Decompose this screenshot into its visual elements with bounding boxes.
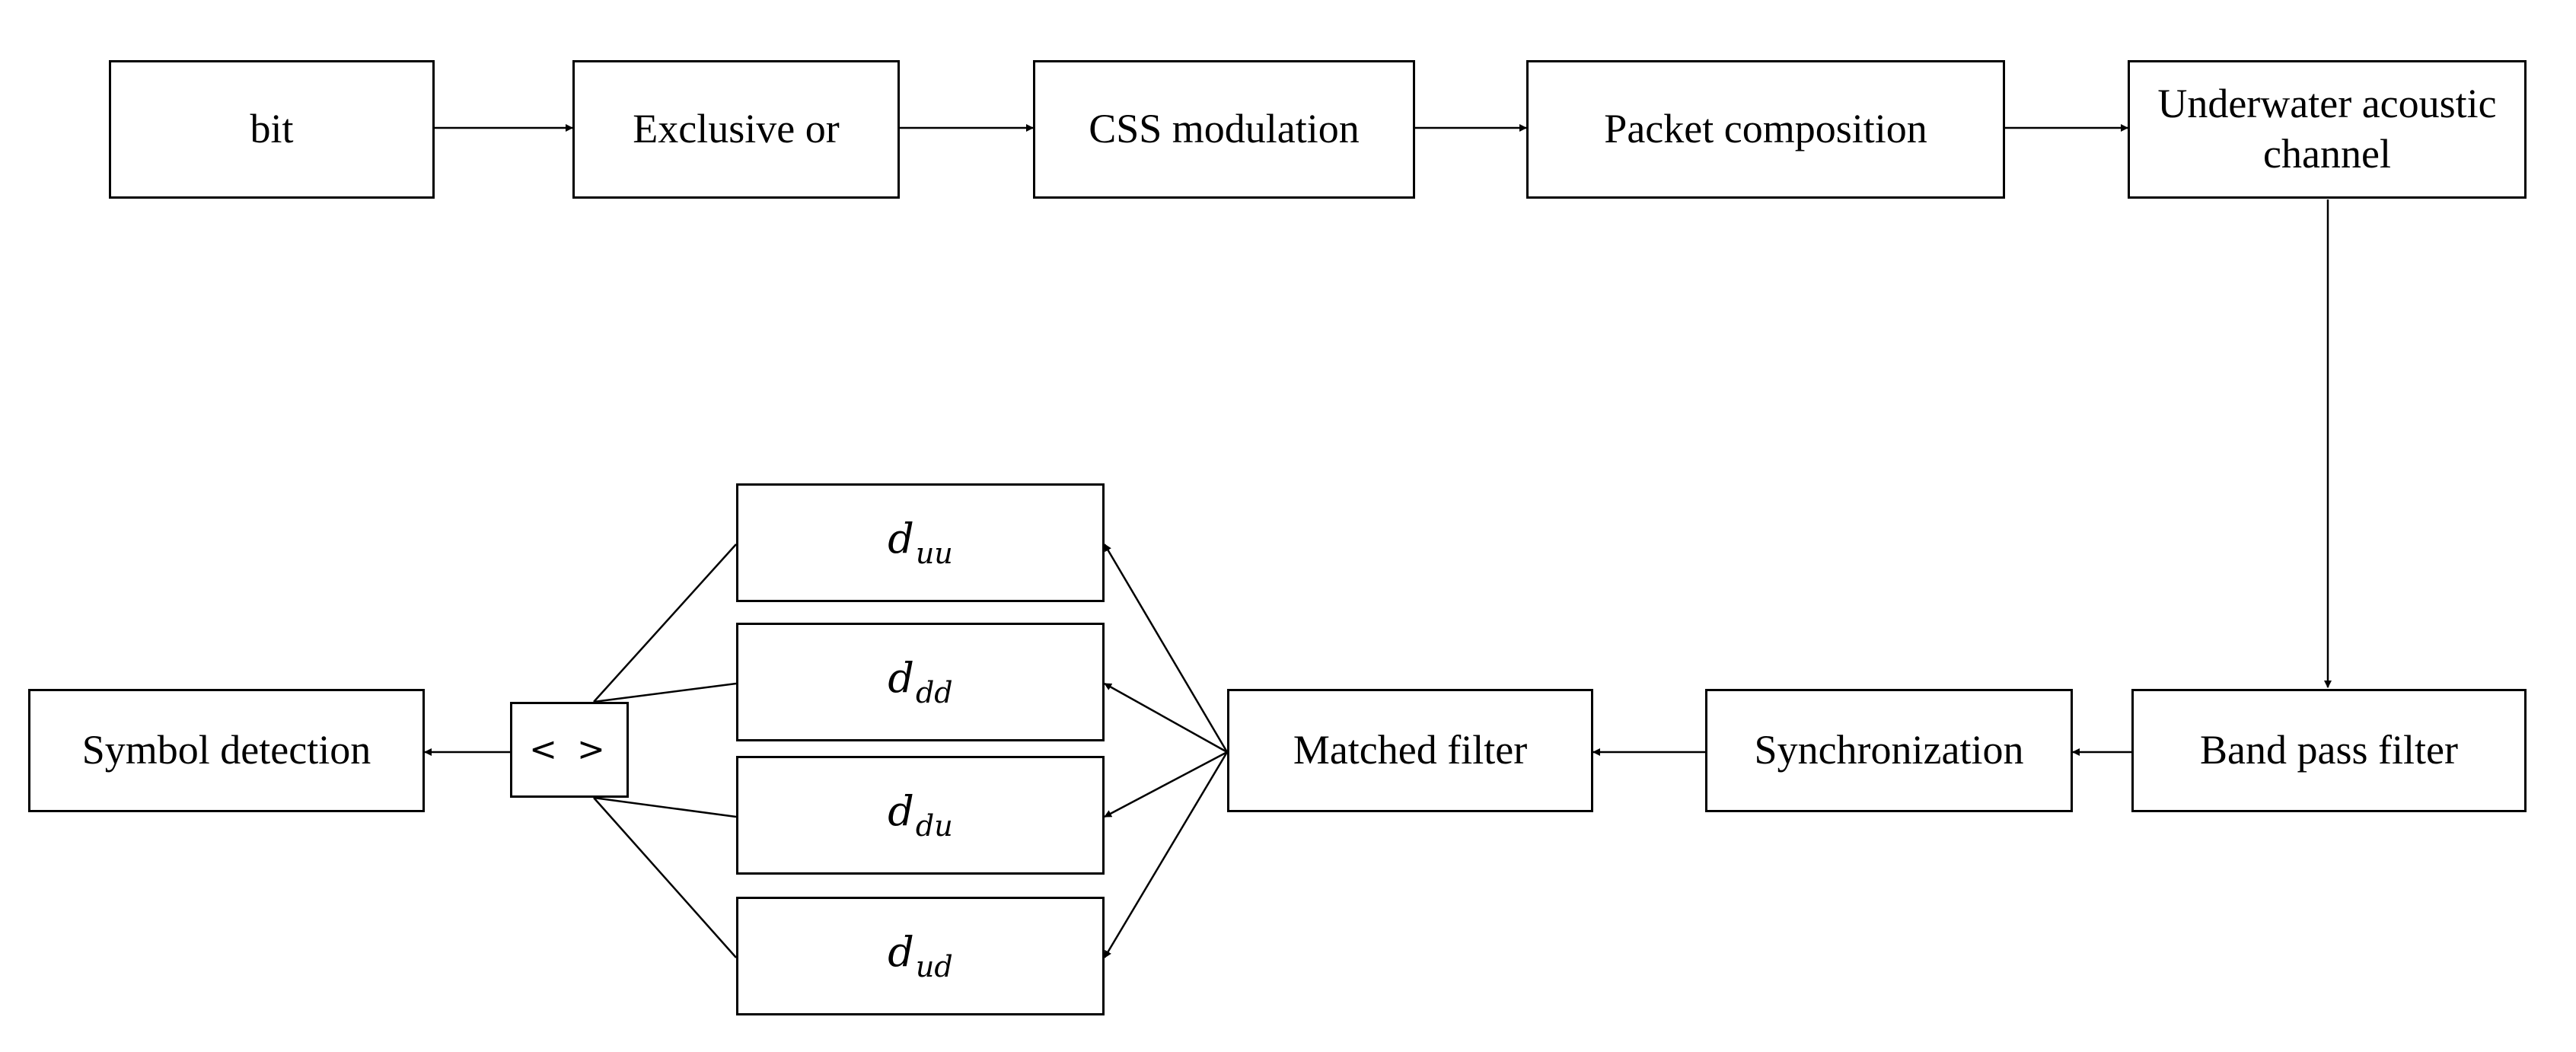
- node-d-dd: ddd: [736, 623, 1105, 741]
- node-exclusive-or-label: Exclusive or: [633, 106, 840, 152]
- node-d-ud: dud: [736, 897, 1105, 1015]
- d-uu-symbol: duu: [888, 515, 953, 571]
- node-css-modulation-label: CSS modulation: [1089, 106, 1360, 152]
- node-css-modulation: CSS modulation: [1033, 60, 1415, 199]
- line-dud-to-compare: [593, 797, 737, 958]
- node-symbol-detection-label: Symbol detection: [81, 727, 371, 773]
- node-synchronization: Synchronization: [1705, 689, 2073, 812]
- node-underwater-acoustic-channel: Underwater acoustic channel: [2128, 60, 2527, 199]
- arrow-matched-to-ddu: [1104, 751, 1228, 818]
- arrow-matched-to-ddd: [1104, 682, 1228, 754]
- node-band-pass-filter-label: Band pass filter: [2200, 727, 2458, 773]
- node-exclusive-or: Exclusive or: [572, 60, 900, 199]
- node-band-pass-filter: Band pass filter: [2131, 689, 2527, 812]
- node-symbol-detection: Symbol detection: [28, 689, 425, 812]
- node-bit-label: bit: [250, 106, 294, 152]
- line-ddu-to-compare: [593, 796, 737, 818]
- node-matched-filter-label: Matched filter: [1293, 727, 1528, 773]
- arrow-matched-to-duu: [1103, 544, 1229, 753]
- arrow-matched-to-dud: [1103, 751, 1229, 958]
- d-ud-symbol: dud: [888, 928, 953, 984]
- node-synchronization-label: Synchronization: [1754, 727, 2024, 773]
- node-underwater-acoustic-channel-label: Underwater acoustic channel: [2157, 81, 2497, 177]
- node-packet-composition: Packet composition: [1526, 60, 2005, 199]
- node-matched-filter: Matched filter: [1227, 689, 1593, 812]
- node-packet-composition-label: Packet composition: [1604, 106, 1927, 152]
- node-d-du: ddu: [736, 756, 1105, 875]
- comparator-label: < >: [529, 730, 610, 770]
- d-du-symbol: ddu: [888, 787, 953, 843]
- line-duu-to-compare: [593, 544, 737, 703]
- node-comparator: < >: [510, 702, 629, 798]
- node-bit: bit: [109, 60, 435, 199]
- d-dd-symbol: ddd: [888, 654, 953, 710]
- node-d-uu: duu: [736, 483, 1105, 602]
- line-ddd-to-compare: [593, 682, 737, 703]
